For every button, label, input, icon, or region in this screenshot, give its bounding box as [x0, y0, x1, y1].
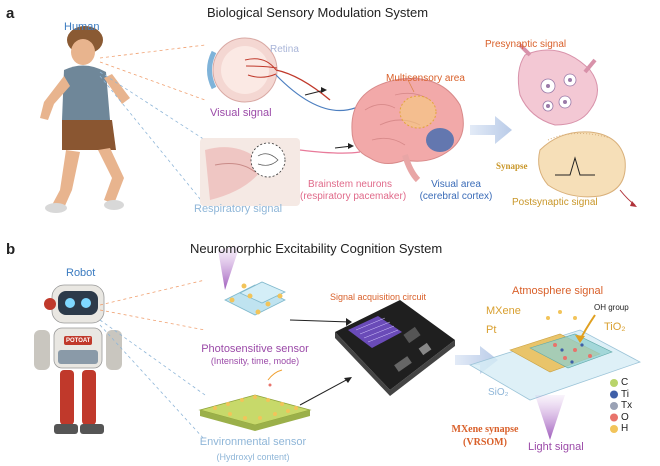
- legend-label-o: O: [621, 411, 629, 423]
- human-dashed-connectors: [99, 44, 206, 206]
- robot-dashed-connectors: [99, 279, 206, 441]
- human-runner-illustration: [40, 26, 130, 213]
- legend-swatch-c: [610, 379, 618, 387]
- mxene-label: MXene: [486, 305, 521, 317]
- respiratory-signal-label: Respiratory signal: [194, 203, 283, 215]
- brain-illustration: [351, 77, 464, 183]
- legend-swatch-o: [610, 413, 618, 422]
- presynaptic-signal-label: Presynaptic signal: [485, 39, 567, 50]
- visual-signal-label: Visual signal: [210, 107, 272, 119]
- light-signal-label: Light signal: [528, 441, 584, 453]
- brainstem-label-line1: Brainstem neurons: [308, 179, 392, 190]
- tio2-label: TiO₂: [604, 321, 626, 333]
- visual-area-label-line2: (cerebral cortex): [419, 191, 493, 202]
- photosensitive-sensor-label-line1: Photosensitive sensor: [201, 343, 309, 355]
- signal-acquisition-circuit-label: Signal acquisition circuit: [330, 292, 427, 302]
- legend-label-ti: Ti: [621, 388, 629, 400]
- synapse-label: Synapse: [496, 161, 528, 171]
- legend-label-tx: Tx: [621, 400, 633, 411]
- oh-group-label: OH group: [594, 303, 629, 312]
- robot-chest-text: POTOAT: [66, 338, 91, 344]
- legend-label-c: C: [621, 377, 629, 388]
- legend-swatch-tx: [610, 402, 618, 410]
- sensor-to-circuit-arrows: [289, 319, 351, 406]
- sio2-label: SiO₂: [488, 387, 509, 398]
- brainstem-label-line2: (respiratory pacemaker): [300, 191, 407, 202]
- environmental-sensor-label-line2: (Hydroxyl content): [216, 452, 290, 462]
- legend-swatch-ti: [610, 390, 618, 399]
- panel-a-title: Biological Sensory Modulation System: [207, 5, 429, 20]
- retina-label: Retina: [270, 44, 299, 55]
- pt-label: Pt: [486, 324, 497, 336]
- photosensitive-sensor-label-line2: (Intensity, time, mode): [210, 356, 300, 366]
- robot-label: Robot: [66, 267, 96, 279]
- panel-b-title: Neuromorphic Excitability Cognition Syst…: [190, 241, 443, 256]
- visual-area-label-line1: Visual area: [431, 179, 481, 190]
- mxene-synapse-label-line1: MXene synapse: [451, 424, 519, 435]
- synapse-illustration: [517, 43, 637, 207]
- human-label: Human: [64, 21, 100, 33]
- postsynaptic-signal-label: Postsynaptic signal: [512, 197, 598, 208]
- panel-b-letter: b: [6, 241, 16, 258]
- environmental-sensor-label-line1: Environmental sensor: [199, 436, 307, 448]
- element-legend: [610, 379, 618, 433]
- legend-swatch-h: [610, 425, 618, 433]
- multisensory-area-label: Multisensory area: [386, 73, 465, 84]
- respiratory-illustration: [200, 138, 300, 206]
- arrow-to-synapse: [470, 116, 512, 144]
- environmental-sensor-illustration: [198, 369, 312, 431]
- mxene-device-illustration: [469, 310, 641, 440]
- circuit-board-illustration: [335, 300, 455, 396]
- legend-label-h: H: [621, 423, 629, 434]
- atmosphere-signal-label: Atmosphere signal: [512, 285, 604, 297]
- photosensitive-sensor-illustration: [218, 245, 286, 316]
- panel-a-letter: a: [6, 5, 15, 22]
- robot-illustration: [34, 284, 122, 434]
- eye-illustration: [207, 37, 331, 103]
- mxene-synapse-label-line2: (VRSOM): [463, 437, 507, 448]
